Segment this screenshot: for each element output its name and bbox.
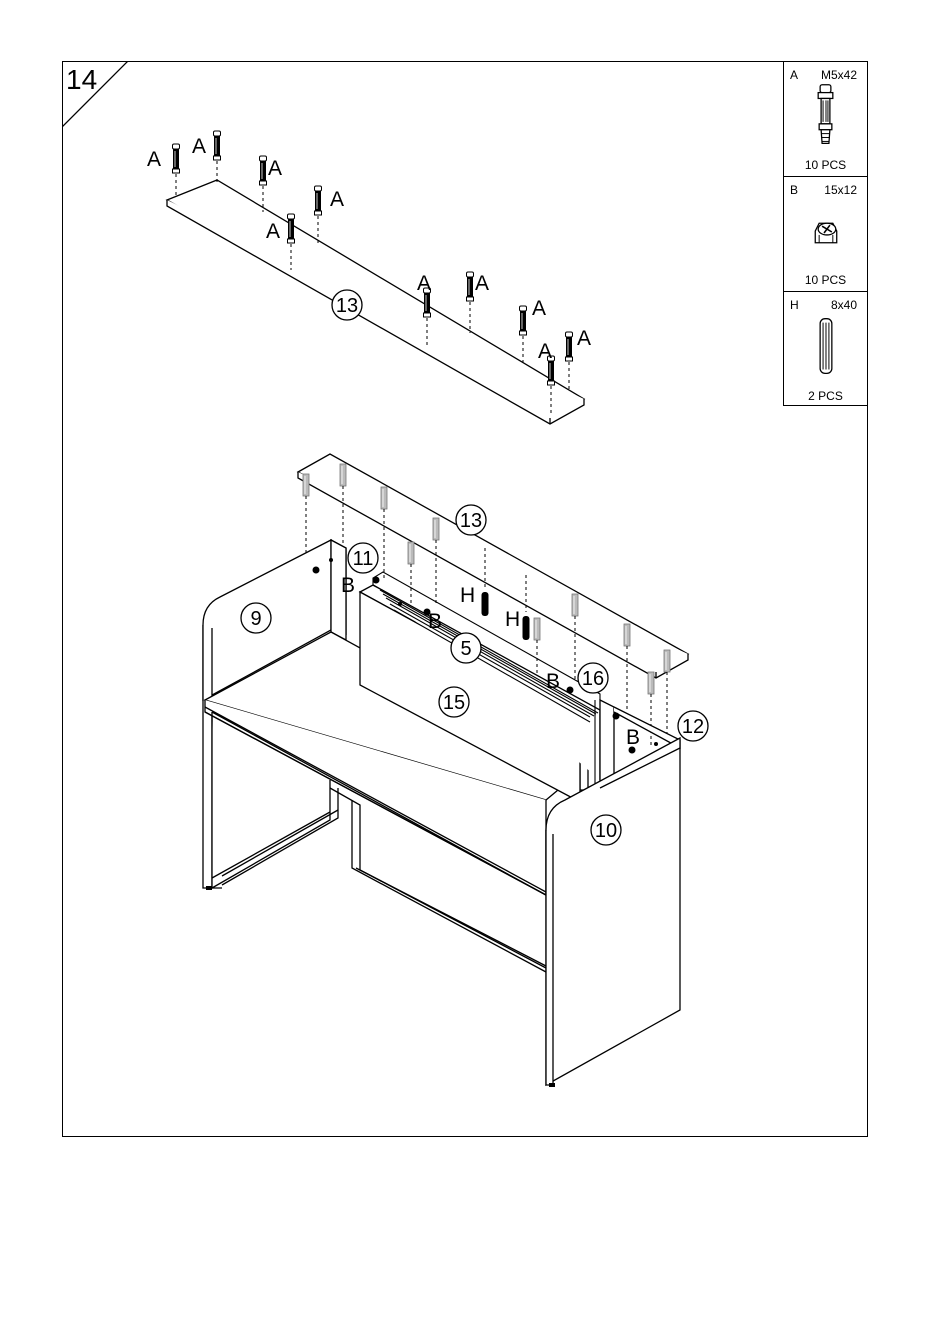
label-5: 5 [460,638,471,660]
callout-13-top: 13 [332,290,362,320]
label-b: B [626,726,640,749]
callout-16: 16 [578,663,608,693]
fastener-a-bolts [173,131,573,385]
callout-9: 9 [241,603,271,633]
label-15: 15 [443,692,465,714]
label-a: A [577,327,591,350]
label-a: A [266,220,280,243]
top-panel-13 [167,180,584,424]
label-h: H [505,608,520,631]
label-b: B [546,670,560,693]
label-10: 10 [595,820,617,842]
label-h: H [460,584,475,607]
label-a: A [192,135,206,158]
callout-15: 15 [439,687,469,717]
label-13: 13 [460,510,482,532]
label-9: 9 [250,608,261,630]
label-16: 16 [582,668,604,690]
callout-13-lower: 13 [456,505,486,535]
label-a: A [330,188,344,211]
callout-10: 10 [591,815,621,845]
label-a: A [147,148,161,171]
label-a: A [475,272,489,295]
desk-feet [206,886,555,1087]
callout-12: 12 [678,711,708,741]
label-a: A [268,157,282,180]
label-12: 12 [682,716,704,738]
label-a: A [532,297,546,320]
callout-11: 11 [348,543,378,573]
label-a: A [538,340,552,363]
label-13: 13 [336,295,358,317]
label-b: B [341,574,355,597]
label-a: A [417,272,431,295]
label-b: B [428,610,442,633]
callout-5: 5 [451,633,481,663]
label-11: 11 [353,548,374,570]
